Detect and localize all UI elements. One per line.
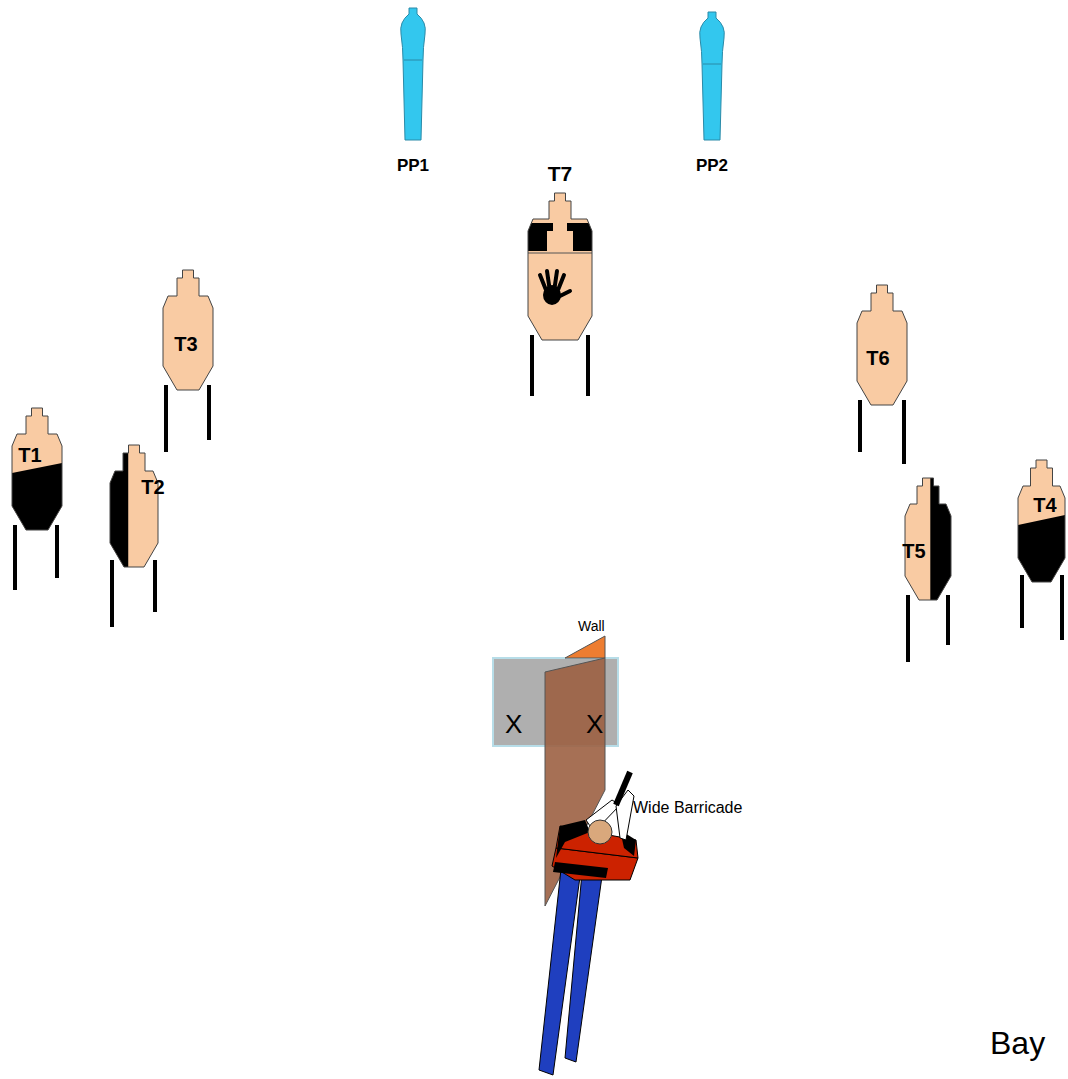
- target-label: PP1: [397, 157, 429, 174]
- target-outline: [905, 478, 951, 600]
- shooter-figure: [539, 772, 638, 1075]
- wall-marker: [565, 636, 605, 658]
- target-label: T4: [1033, 495, 1056, 515]
- position-mark: X: [586, 711, 603, 737]
- target-outline: [110, 445, 158, 567]
- target-label: PP2: [696, 157, 728, 174]
- target-label: T1: [18, 445, 41, 465]
- target-outline: [528, 193, 592, 340]
- target-outline: [694, 12, 730, 140]
- no-shoot-target: PP2: [694, 12, 730, 140]
- target-label: T7: [548, 163, 573, 184]
- position-mark: X: [505, 711, 522, 737]
- shoot-target: T4: [1018, 460, 1065, 582]
- target-outline: [857, 285, 907, 405]
- shoot-target: T2: [110, 445, 158, 567]
- shoot-target: T7: [528, 193, 592, 340]
- bay-label: Bay: [990, 1027, 1045, 1059]
- target-label: T5: [902, 541, 925, 561]
- target-outline: [12, 408, 62, 530]
- target-outline: [1018, 460, 1065, 582]
- shoot-target: T1: [12, 408, 62, 530]
- target-label: T3: [174, 334, 197, 354]
- part-label: Wide Barricade: [633, 800, 742, 816]
- shoot-target: T5: [905, 478, 951, 600]
- shoot-target: T6: [857, 285, 907, 405]
- target-outline: [163, 270, 213, 390]
- part-label: Wall: [578, 619, 605, 633]
- target-label: T2: [141, 477, 164, 497]
- shoot-target: T3: [163, 270, 213, 390]
- target-outline: [395, 8, 431, 140]
- hand-symbol: [540, 271, 570, 305]
- target-label: T6: [866, 348, 889, 368]
- no-shoot-target: PP1: [395, 8, 431, 140]
